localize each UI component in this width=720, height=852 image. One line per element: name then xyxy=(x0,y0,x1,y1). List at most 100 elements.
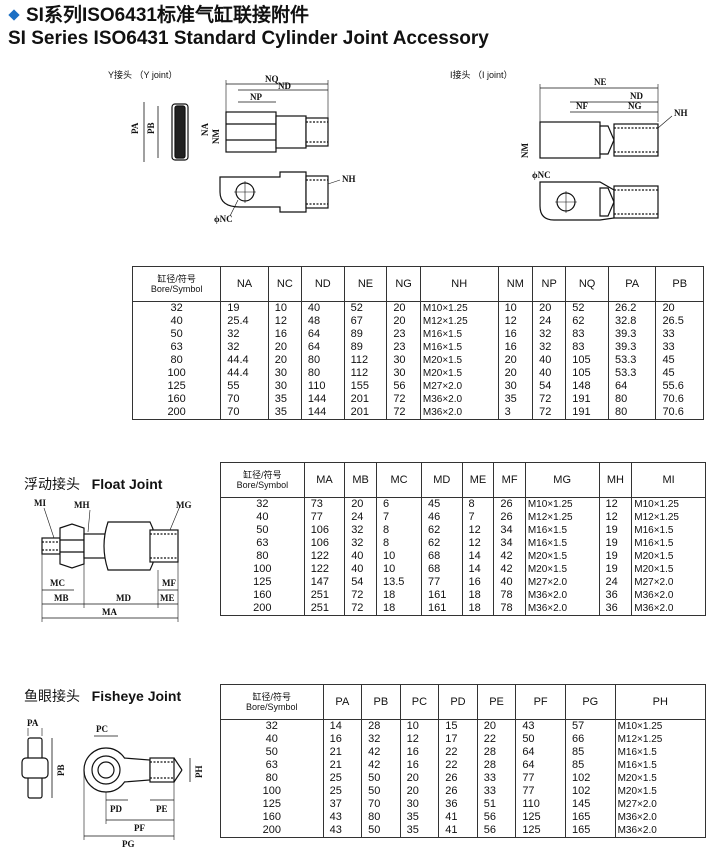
table-cell: 32 xyxy=(344,537,378,550)
table-cell: 20 xyxy=(655,301,704,315)
table-cell: M20×1.5 xyxy=(524,550,600,563)
table-cell: 50 xyxy=(361,785,401,798)
table-cell: 16 xyxy=(461,576,495,589)
table-cell: 147 xyxy=(303,576,346,589)
table-cell: 20 xyxy=(386,315,421,328)
table-cell: 100 xyxy=(220,563,305,576)
table-cell: M20×1.5 xyxy=(419,354,499,367)
table-cell: 13.5 xyxy=(376,576,423,589)
table-cell: 40 xyxy=(220,733,324,746)
table-cell: 200 xyxy=(220,602,305,616)
table-cell: 37 xyxy=(322,798,363,811)
table-cell: M20×1.5 xyxy=(419,367,499,380)
table-cell: M10×1.25 xyxy=(631,497,706,511)
table-cell: 105 xyxy=(565,367,609,380)
table-cell: 26.2 xyxy=(607,301,657,315)
table-cell: 57 xyxy=(564,719,616,733)
table-cell: 45 xyxy=(655,367,704,380)
table-cell: 33 xyxy=(655,328,704,341)
y-na-label: NA xyxy=(200,123,210,136)
header-cell-text: 缸径/符号 xyxy=(252,692,292,702)
table-cell: 21 xyxy=(322,759,363,772)
table-cell: 43 xyxy=(322,811,363,824)
table-cell: M16×1.5 xyxy=(524,537,600,550)
table-cell: 80 xyxy=(607,406,657,420)
table-cell: 160 xyxy=(131,393,222,406)
table-cell: 73 xyxy=(303,497,346,511)
table-cell: 18 xyxy=(461,602,495,616)
column-header: PA xyxy=(607,266,657,302)
column-header: NQ xyxy=(565,266,609,302)
table-cell: 83 xyxy=(565,328,609,341)
table-cell: 53.3 xyxy=(607,367,657,380)
table-cell: 41 xyxy=(438,824,478,838)
y-pb-label: PB xyxy=(146,122,156,134)
table-cell: 12 xyxy=(399,733,440,746)
table-cell: 165 xyxy=(564,811,616,824)
table-cell: 20 xyxy=(476,719,517,733)
table-cell: 148 xyxy=(565,380,609,393)
column-header: NG xyxy=(386,266,421,302)
table-cell: M20×1.5 xyxy=(614,772,707,785)
table-cell: 8 xyxy=(376,537,423,550)
column-header: MB xyxy=(344,462,378,498)
i-joint-drawing: NE ND NF NG NH NM ϕNC xyxy=(520,77,688,221)
table-cell: 161 xyxy=(421,602,463,616)
float-mc-label: MC xyxy=(50,578,65,588)
table-cell: 77 xyxy=(515,772,566,785)
y-pa-label: PA xyxy=(130,122,140,134)
table-cell: 144 xyxy=(300,393,345,406)
table-cell: 41 xyxy=(438,811,478,824)
y-joint-drawing: NQ ND NP PA PB NA NM NH ϕNC xyxy=(130,74,356,224)
table-cell: 30 xyxy=(399,798,440,811)
table-cell: 39.3 xyxy=(607,328,657,341)
table-cell: 16 xyxy=(497,341,534,354)
table-cell: 19 xyxy=(598,537,633,550)
table-cell: 85 xyxy=(564,759,616,772)
table-cell: 32 xyxy=(361,733,401,746)
table-cell: 70 xyxy=(220,393,269,406)
table-cell: 100 xyxy=(131,367,222,380)
table-cell: 33 xyxy=(476,772,517,785)
header-cell-text: 缸径/符号 xyxy=(243,470,282,480)
table-cell: 160 xyxy=(220,589,305,602)
table-cell: 56 xyxy=(476,811,517,824)
table-cell: 80 xyxy=(131,354,222,367)
table-cell: 8 xyxy=(461,497,495,511)
table-cell: 122 xyxy=(303,550,346,563)
fisheye-pb-label: PB xyxy=(56,764,66,776)
table-cell: 7 xyxy=(461,511,495,524)
table-cell: 10 xyxy=(497,301,534,315)
table-cell: 251 xyxy=(303,602,346,616)
table-cell: 191 xyxy=(565,393,609,406)
table-cell: 80 xyxy=(607,393,657,406)
table-cell: 106 xyxy=(303,524,346,537)
table-cell: 100 xyxy=(220,785,324,798)
table-cell: 28 xyxy=(361,719,401,733)
header-cell-text: 缸径/符号 xyxy=(157,274,196,284)
table-cell: 145 xyxy=(564,798,616,811)
table-cell: 14 xyxy=(461,563,495,576)
fisheye-pd-label: PD xyxy=(110,804,122,814)
table-cell: 32 xyxy=(220,719,324,733)
table-cell: 18 xyxy=(461,589,495,602)
fisheye-ph-label: PH xyxy=(194,766,204,779)
fisheye-joint-title-en: Fisheye Joint xyxy=(91,688,182,704)
table-cell: 50 xyxy=(131,328,222,341)
table-cell: 144 xyxy=(300,406,345,420)
table-cell: 70 xyxy=(220,406,269,420)
table-cell: M12×1.25 xyxy=(419,315,499,328)
table-cell: 44.4 xyxy=(220,367,269,380)
table-cell: 72 xyxy=(344,589,378,602)
table-cell: 20 xyxy=(344,497,378,511)
